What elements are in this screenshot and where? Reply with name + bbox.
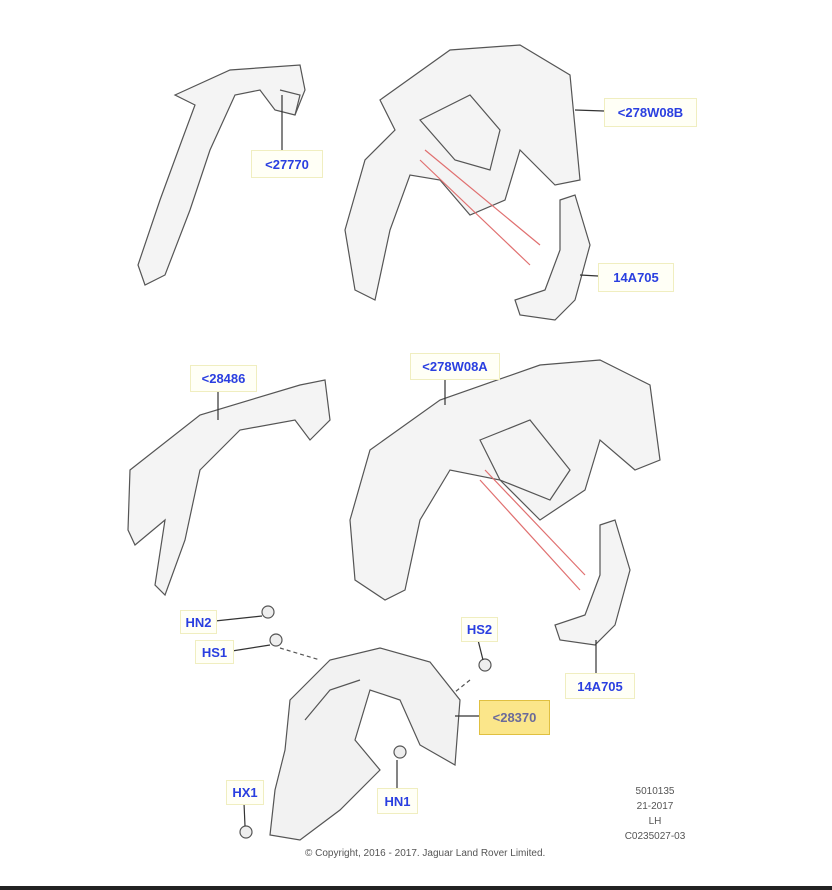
callout-14A705-bottom[interactable]: 14A705 bbox=[565, 673, 635, 699]
callout-28486[interactable]: <28486 bbox=[190, 365, 257, 392]
diagram-meta: 5010135 21-2017 LH C0235027-03 bbox=[605, 784, 705, 844]
part-14A705-bottom-drawing bbox=[554, 519, 631, 673]
part-28370-drawing bbox=[269, 647, 479, 841]
meta-code: 5010135 bbox=[635, 786, 675, 797]
callout-HS2[interactable]: HS2 bbox=[461, 617, 498, 642]
callout-HN2[interactable]: HN2 bbox=[180, 610, 217, 634]
callout-278W08B[interactable]: <278W08B bbox=[604, 98, 697, 127]
part-278W08B-drawing bbox=[344, 44, 605, 301]
callout-HS1[interactable]: HS1 bbox=[195, 640, 234, 664]
callout-14A705-top[interactable]: 14A705 bbox=[598, 263, 674, 292]
meta-ref: C0235027-03 bbox=[624, 831, 686, 842]
fasteners-drawing bbox=[214, 605, 492, 839]
bottom-bar bbox=[0, 886, 832, 890]
copyright: © Copyright, 2016 - 2017. Jaguar Land Ro… bbox=[305, 848, 546, 859]
meta-date: 21-2017 bbox=[636, 801, 674, 812]
part-27770-drawing bbox=[137, 64, 306, 286]
part-278W08A-drawing bbox=[349, 359, 661, 601]
callout-278W08A[interactable]: <278W08A bbox=[410, 353, 500, 380]
callout-28370-selected[interactable]: <28370 bbox=[479, 700, 550, 735]
callout-HX1[interactable]: HX1 bbox=[226, 780, 264, 805]
part-14A705-top-drawing bbox=[514, 194, 599, 321]
meta-side: LH bbox=[648, 816, 662, 827]
part-28486-drawing bbox=[127, 379, 331, 597]
callout-27770[interactable]: <27770 bbox=[251, 150, 323, 178]
callout-HN1[interactable]: HN1 bbox=[377, 788, 418, 814]
